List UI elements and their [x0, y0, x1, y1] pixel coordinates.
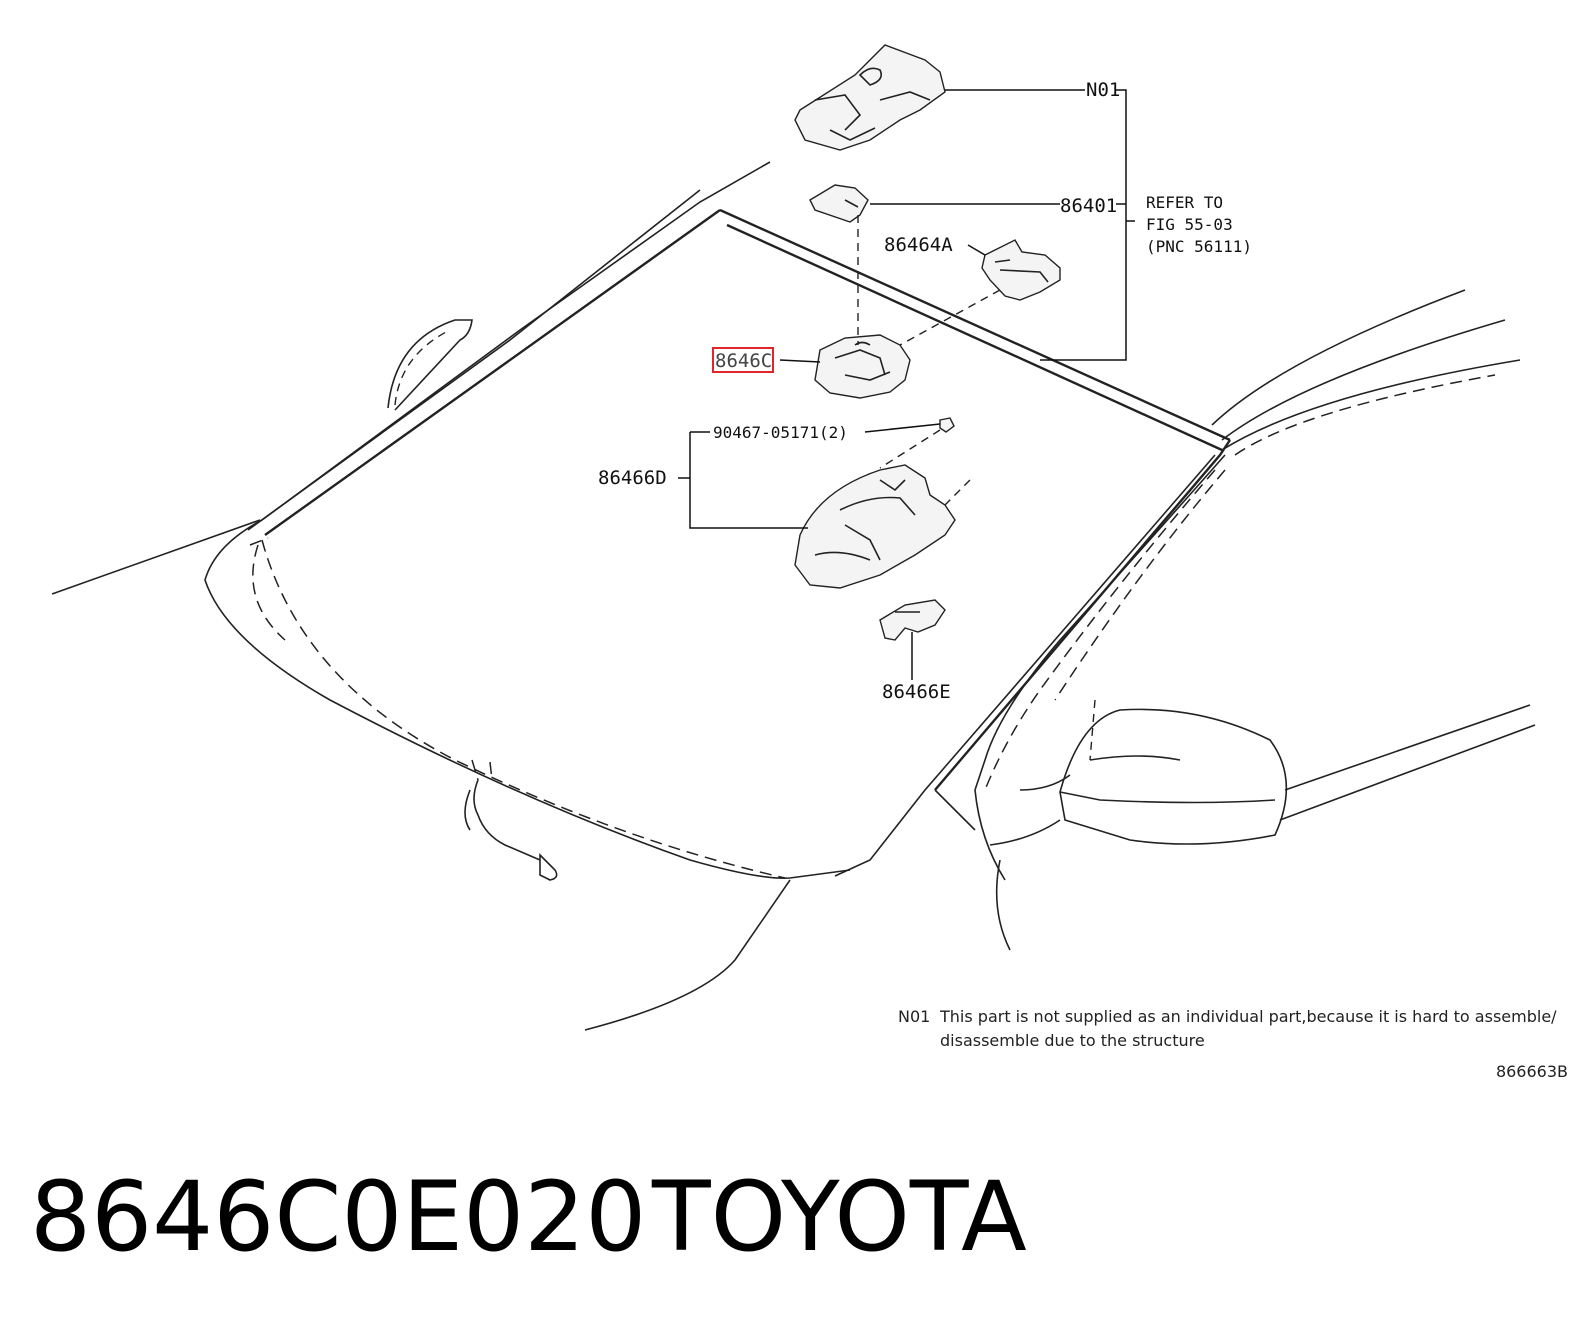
- part-86464a-bracket: [981, 239, 1061, 301]
- highlight-box: [712, 347, 774, 373]
- label-n01: N01: [1086, 79, 1120, 101]
- assembly-lines: [857, 215, 1001, 506]
- part-screw: [939, 417, 955, 433]
- note-line-2: disassemble due to the structure: [940, 1031, 1205, 1050]
- refer-line-2: FIG 55-03: [1146, 215, 1233, 234]
- note-line-1: This part is not supplied as an individu…: [939, 1007, 1557, 1026]
- car-outline: [51, 161, 1536, 1031]
- note-code: N01: [898, 1007, 930, 1026]
- part-n01-bracket: [794, 44, 946, 151]
- part-number: 8646C0E020: [30, 1161, 646, 1273]
- refer-line-1: REFER TO: [1146, 193, 1223, 212]
- leader-lines: [678, 89, 1135, 680]
- brand-name: TOYOTA: [651, 1161, 1027, 1273]
- part-86466e-cover: [879, 599, 946, 641]
- label-86466e: 86466E: [882, 681, 951, 703]
- label-8646c: 8646C: [715, 350, 772, 372]
- label-screw: 90467-05171(2): [713, 423, 848, 442]
- part-86466d-cover: [794, 464, 956, 589]
- label-86466d: 86466D: [598, 467, 667, 489]
- label-86464a: 86464A: [884, 234, 953, 256]
- part-86401-cover: [809, 184, 869, 223]
- refer-line-3: (PNC 56111): [1146, 237, 1252, 256]
- part-8646c-camera: [814, 334, 911, 399]
- label-86401: 86401: [1060, 195, 1117, 217]
- diagram-id: 866663B: [1496, 1062, 1568, 1081]
